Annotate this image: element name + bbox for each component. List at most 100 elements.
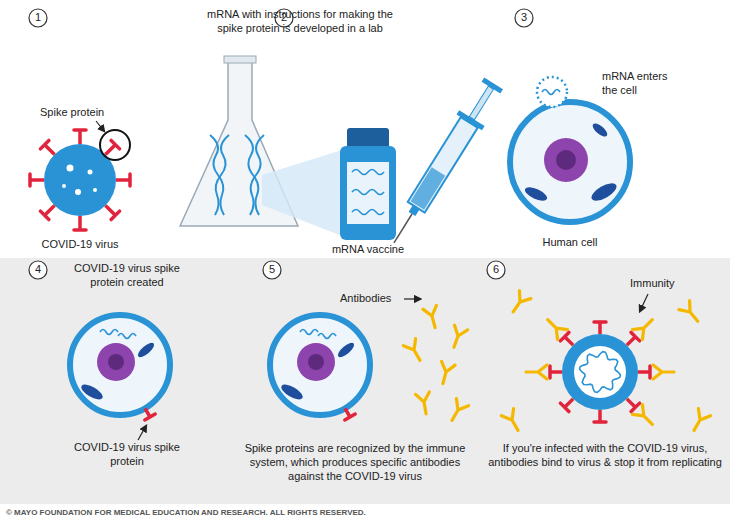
antibody — [501, 409, 524, 434]
light-beam — [262, 150, 342, 236]
spike-head — [345, 414, 355, 420]
antibody-shape — [526, 365, 547, 379]
organelles — [523, 121, 619, 204]
antibody-shape — [416, 392, 433, 415]
mrna-vesicle — [537, 77, 567, 107]
antibody — [633, 315, 658, 340]
cell-mrna — [300, 330, 336, 339]
antibody-shape — [423, 305, 442, 329]
antibody-shape — [679, 301, 703, 326]
spike-head — [560, 403, 568, 411]
antibody — [436, 361, 455, 385]
spike-head — [631, 403, 639, 411]
part-label: mRNA vaccine — [318, 243, 418, 257]
antibody-shape — [436, 361, 455, 385]
virus-core-wave — [580, 352, 621, 393]
part-label: Antibodies — [340, 292, 404, 306]
part-label: Immunity — [630, 277, 700, 291]
callout-number: 1 — [29, 11, 47, 25]
antibody-shape — [507, 291, 531, 316]
callout-number: 5 — [263, 263, 281, 277]
spike-head — [40, 140, 48, 148]
nucleolus — [556, 150, 576, 170]
spike-head — [111, 140, 119, 148]
step-text: If you're infected with the COVID-19 vir… — [488, 442, 722, 470]
callout-number: 6 — [487, 263, 505, 277]
human-cell — [270, 315, 370, 415]
spike-stem — [78, 216, 82, 230]
spike-head — [594, 420, 606, 424]
part-label: mRNA enters the cell — [602, 70, 682, 98]
part-label: Human cell — [520, 236, 620, 250]
callout-circles — [29, 9, 533, 279]
spike-stem — [565, 337, 573, 345]
spike-stem — [45, 205, 55, 215]
antibody — [633, 405, 658, 430]
organelle — [79, 382, 105, 403]
callout-number: 3 — [515, 11, 533, 25]
spike-stem — [598, 410, 602, 422]
antibody — [447, 325, 467, 350]
spike-head — [128, 174, 132, 186]
part-label: Spike protein — [40, 106, 122, 120]
antibody-shape — [446, 399, 469, 424]
spike-stem — [638, 370, 650, 374]
spike-stem — [105, 205, 115, 215]
spike-head — [111, 211, 119, 219]
spike-highlight-circle — [100, 130, 130, 160]
antibody — [416, 392, 433, 415]
antibody — [688, 409, 711, 434]
spike-head — [145, 414, 155, 420]
spike-stem — [598, 322, 602, 334]
human-cell — [510, 102, 630, 222]
spike-head — [594, 320, 606, 324]
spike-head — [28, 174, 32, 186]
spike-head — [548, 366, 552, 378]
pointer-arrow — [640, 294, 648, 311]
antibody-shape — [403, 339, 426, 364]
step-text: Spike proteins are recognized by the imm… — [240, 442, 470, 483]
step-text: mRNA with instructions for making the sp… — [200, 8, 400, 36]
antibody — [653, 365, 674, 379]
antibody — [526, 365, 547, 379]
antibody — [507, 291, 531, 316]
human-cell — [70, 315, 170, 415]
organelle — [136, 341, 156, 360]
spike-stem — [30, 178, 44, 182]
vial-label — [347, 162, 389, 224]
virus-core — [574, 346, 626, 398]
nucleolus — [108, 354, 124, 370]
vial-cap — [347, 128, 389, 148]
spike-head — [648, 366, 652, 378]
virus-dots — [62, 165, 97, 196]
antibody — [446, 399, 469, 424]
spike-stem — [78, 130, 82, 144]
spike-head — [560, 332, 568, 340]
part-label: COVID-19 virus — [30, 238, 130, 252]
antibody — [403, 339, 426, 364]
vial-mrna — [352, 170, 384, 215]
antibody-shape — [633, 315, 658, 340]
nucleus — [97, 343, 135, 381]
virus-core-line — [580, 352, 621, 393]
nucleus — [297, 343, 335, 381]
spike-stem — [116, 178, 130, 182]
antibody-shape — [447, 325, 467, 350]
spike-head — [40, 211, 48, 219]
mrna-strands — [210, 135, 264, 215]
copyright-notice: © MAYO FOUNDATION FOR MEDICAL EDUCATION … — [6, 508, 566, 518]
part-label: COVID-19 virus spike protein — [62, 441, 192, 469]
antibody-shape — [633, 405, 658, 430]
spike-stem — [627, 337, 635, 345]
step-text: COVID-19 virus spike protein created — [62, 262, 192, 290]
spike-stem — [45, 145, 55, 155]
antibody-shape — [688, 409, 711, 434]
flask-rim — [224, 56, 256, 63]
organelle — [279, 382, 305, 403]
callout-number: 4 — [29, 263, 47, 277]
virus-body — [44, 144, 116, 216]
spike-stem — [627, 399, 635, 407]
spike-stem — [105, 145, 115, 155]
spike-head — [74, 228, 86, 232]
